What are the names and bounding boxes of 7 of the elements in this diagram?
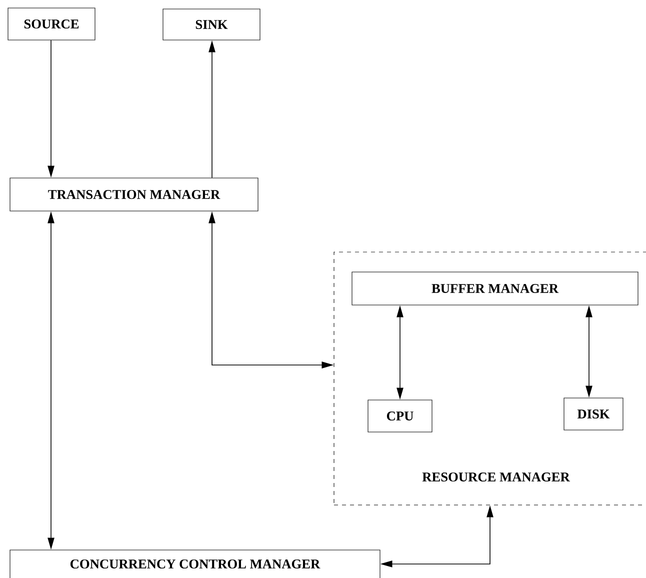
process-box: BUFFER MANAGER [352, 272, 638, 306]
process-box: DISK [564, 398, 624, 430]
process-box: CPU [368, 400, 432, 432]
process-box: SOURCE [8, 8, 96, 40]
process-box: SINK [162, 8, 260, 40]
process-box: CONCURRENCY CONTROL MANAGER [10, 550, 380, 578]
process-box: TRANSACTION MANAGER [10, 178, 258, 212]
